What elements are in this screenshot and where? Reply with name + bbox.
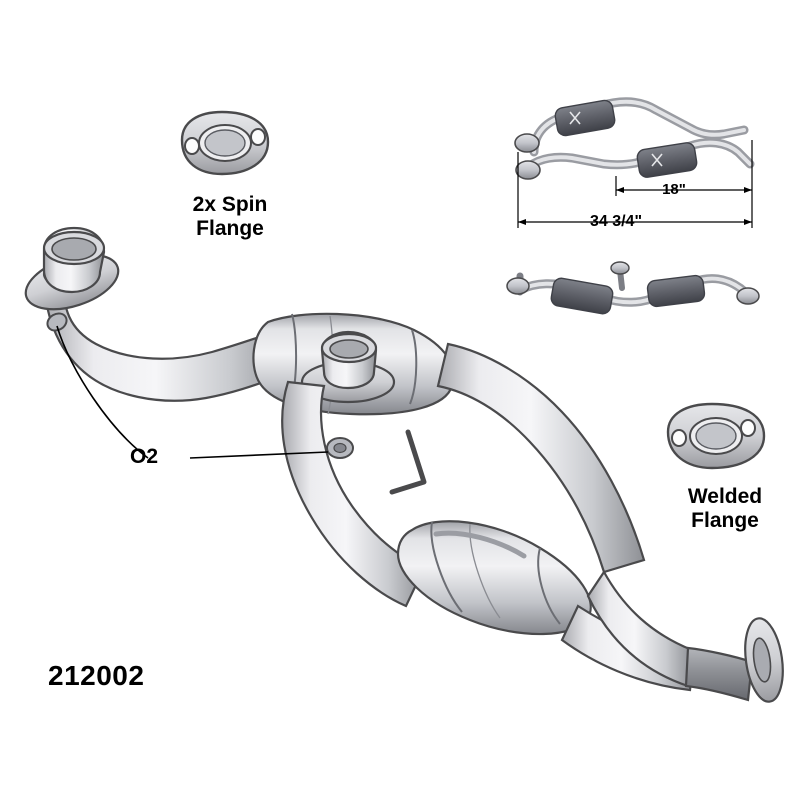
hanger-bracket: [389, 429, 427, 495]
o2-sensor-boss-upper: [46, 312, 68, 332]
o2-sensor-label: O2: [130, 445, 159, 468]
lower-catalytic-converter: [396, 520, 592, 636]
dimension-label-overall: 34 3/4": [589, 213, 643, 230]
spin-flange-label: 2x Spin Flange: [192, 193, 268, 241]
main-exhaust-part: [24, 226, 784, 703]
dimension-label-upper: 18": [662, 181, 686, 198]
dimension-line-18: [615, 140, 753, 196]
welded-flange-label: Welded Flange: [687, 485, 763, 533]
o2-leader-line-upper: [56, 325, 149, 459]
welded-flange-detail-graphic: [666, 402, 766, 470]
spin-flange-mid: [300, 330, 396, 404]
dimension-line-34-34: [517, 152, 753, 228]
upper-converter-outlet-pipe: [436, 342, 646, 574]
lower-left-pipe: [281, 380, 426, 608]
o2-sensor-boss-lower: [326, 437, 354, 459]
part-number-label: 212002: [48, 660, 145, 691]
inset-dimensioned-view: [514, 97, 755, 228]
o2-leader-line-lower: [189, 451, 329, 459]
tail-outlet-assembly: [684, 617, 784, 703]
spin-flange-detail-graphic: [180, 110, 270, 176]
inset-secondary-view: [506, 261, 760, 315]
inlet-tube-bore: [51, 237, 97, 261]
